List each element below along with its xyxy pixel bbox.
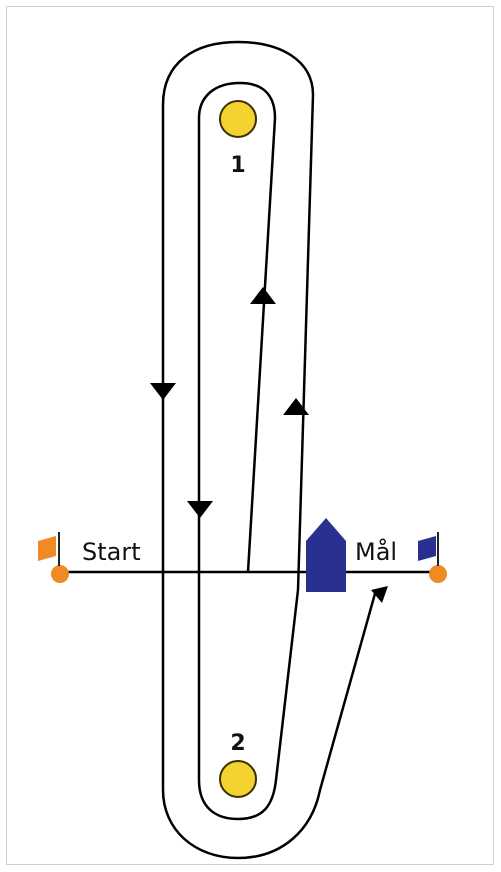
inner-course-loop xyxy=(197,81,300,821)
arrow-down-outer xyxy=(150,383,176,400)
finish-flag-icon xyxy=(418,532,439,566)
mark-1-label: 1 xyxy=(230,153,245,178)
finish-buoy xyxy=(429,565,447,583)
start-flag-icon xyxy=(38,532,60,566)
finish-label: Mål xyxy=(355,537,397,566)
mark-2-buoy xyxy=(219,760,257,798)
start-buoy xyxy=(51,565,69,583)
arrow-to-finish xyxy=(371,586,388,603)
outer-course-loop xyxy=(161,40,378,860)
start-label: Start xyxy=(82,538,141,566)
arrow-down-inner xyxy=(187,501,213,518)
mark-2-label: 2 xyxy=(230,731,245,756)
mark-1-buoy xyxy=(219,100,257,138)
arrow-up-outer-track xyxy=(283,398,309,415)
course-diagram-frame xyxy=(6,6,494,865)
arrow-up-inner-track xyxy=(250,287,276,304)
committee-boat-icon xyxy=(306,518,346,592)
